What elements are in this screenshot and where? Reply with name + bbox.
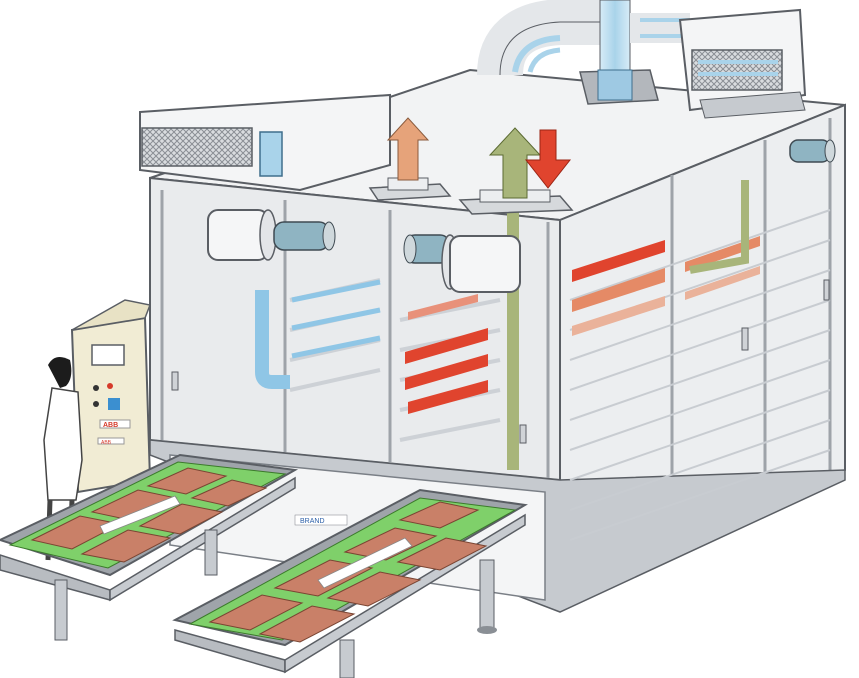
roof-filter-unit-left	[111, 90, 391, 192]
cabinet-door-badge: ABB	[101, 440, 112, 446]
roof-filter-unit-right	[678, 8, 807, 119]
conveyor-left	[0, 453, 299, 641]
front-latch-2	[519, 424, 527, 444]
exhaust-arrow-orange	[386, 117, 430, 181]
side-handle-2	[823, 279, 830, 301]
cabinet-brand-label: ABB	[103, 422, 118, 429]
fan-right	[403, 234, 521, 293]
side-green-duct	[689, 180, 749, 274]
control-cabinet: ABB ABB	[70, 299, 152, 494]
fan-side	[789, 139, 836, 163]
roof-outlet-green	[458, 189, 574, 215]
front-blue-louvres	[291, 279, 381, 359]
front-latch-1	[171, 371, 179, 391]
front-blue-duct	[255, 290, 290, 389]
inflow-arrow-red	[524, 129, 572, 189]
front-panel-badge	[294, 514, 348, 526]
exhaust-arrow-green	[488, 127, 542, 199]
fan-left	[207, 209, 336, 261]
front-panel-badge-text: BRAND	[300, 518, 325, 525]
conveyor-right	[172, 488, 528, 678]
side-hot-elements	[572, 236, 760, 336]
side-handle-1	[741, 327, 749, 351]
roof-outlet-orange	[368, 177, 452, 201]
front-hot-elements	[405, 294, 488, 414]
